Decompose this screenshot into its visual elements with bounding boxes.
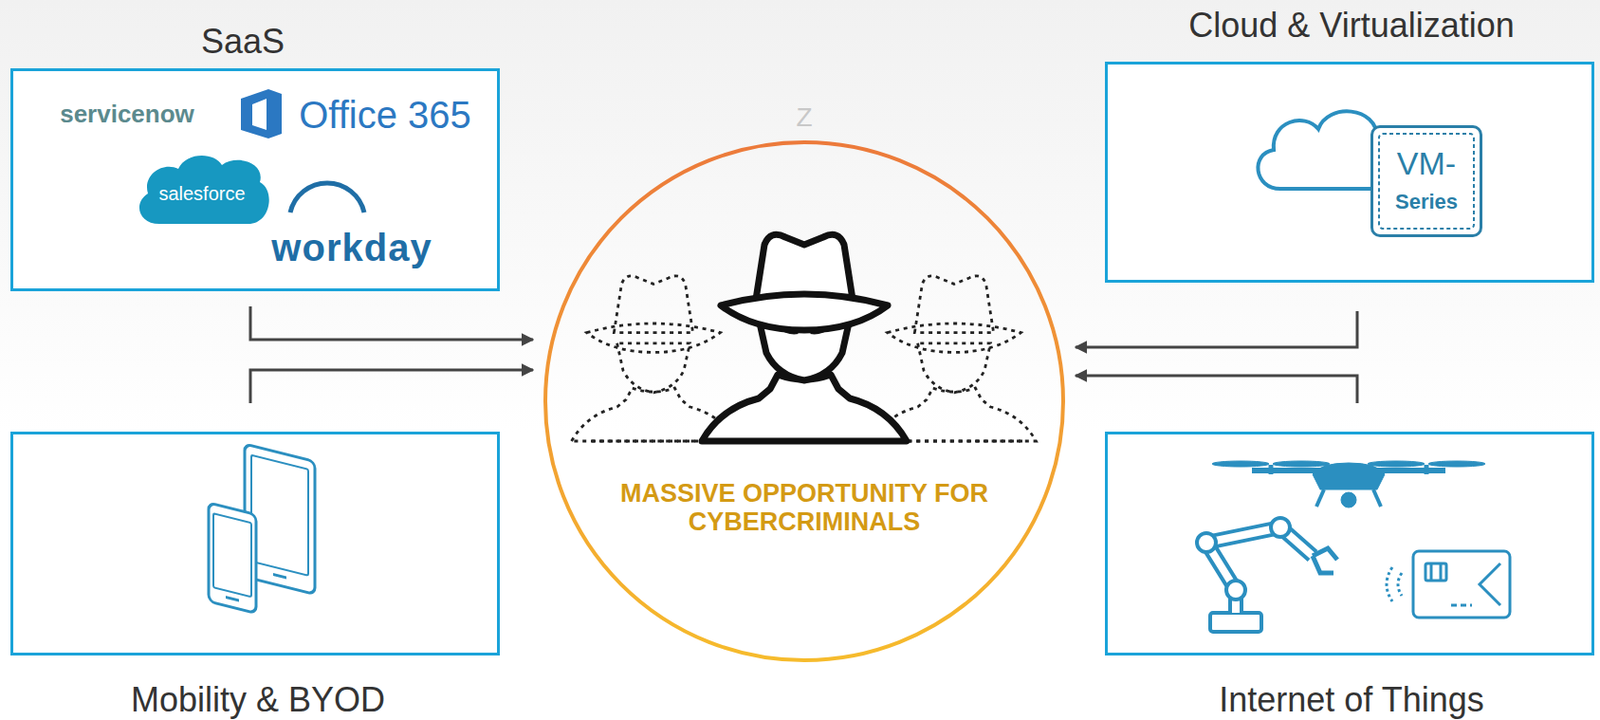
saas-panel: SaaSservicenowOffice 365workdaysalesforc… <box>10 68 500 292</box>
smart-card-icon <box>1386 551 1510 618</box>
shadow-hacker <box>571 275 736 442</box>
logo-text: workday <box>271 226 432 269</box>
workday-arc <box>290 183 365 213</box>
threat-circle: MASSIVE OPPORTUNITY FOR CYBERCRIMINALS <box>542 139 1067 663</box>
panel-ground <box>10 68 500 292</box>
watermark-letter: Z <box>795 103 812 133</box>
mobility-panel: Mobility & BYOD <box>10 431 500 656</box>
devices-icon <box>208 443 315 613</box>
logo-text: Office 365 <box>298 93 472 136</box>
panel-heading: Internet of Things <box>1218 680 1485 719</box>
panel-ground <box>10 431 500 656</box>
panel-ground <box>1104 431 1595 656</box>
panel-heading: Cloud & Virtualization <box>1188 6 1515 45</box>
elbow-arrow <box>250 369 534 404</box>
circle-caption: MASSIVE OPPORTUNITY FOR CYBERCRIMINALS <box>605 479 1004 536</box>
elbow-arrow <box>1075 375 1358 404</box>
elbow-arrow <box>1075 311 1358 348</box>
elbow-arrow <box>250 306 534 340</box>
drone-icon <box>1212 460 1486 508</box>
panel-heading: SaaS <box>201 22 285 61</box>
hacker-eyes <box>777 327 831 335</box>
logo-cloud: salesforce <box>130 146 274 234</box>
cloud-icon <box>1257 110 1378 189</box>
shadow-hacker <box>872 275 1037 442</box>
ring-outline <box>542 139 1067 663</box>
chip-text: Series <box>1395 190 1458 214</box>
chip-text: VM- <box>1397 146 1456 182</box>
logo-text: salesforce <box>158 183 245 204</box>
panel-ground <box>1104 61 1595 283</box>
robot-arm-icon <box>1196 517 1338 632</box>
panel-heading: Mobility & BYOD <box>130 680 386 719</box>
hacker-figure <box>701 234 907 442</box>
office-icon <box>240 89 282 139</box>
cloud-panel: Cloud & VirtualizationVM-Series <box>1104 61 1595 283</box>
vm-chip: VM- Series <box>1370 125 1483 238</box>
iot-panel: Internet of Things <box>1104 431 1595 656</box>
logo-text: servicenow <box>59 100 195 129</box>
